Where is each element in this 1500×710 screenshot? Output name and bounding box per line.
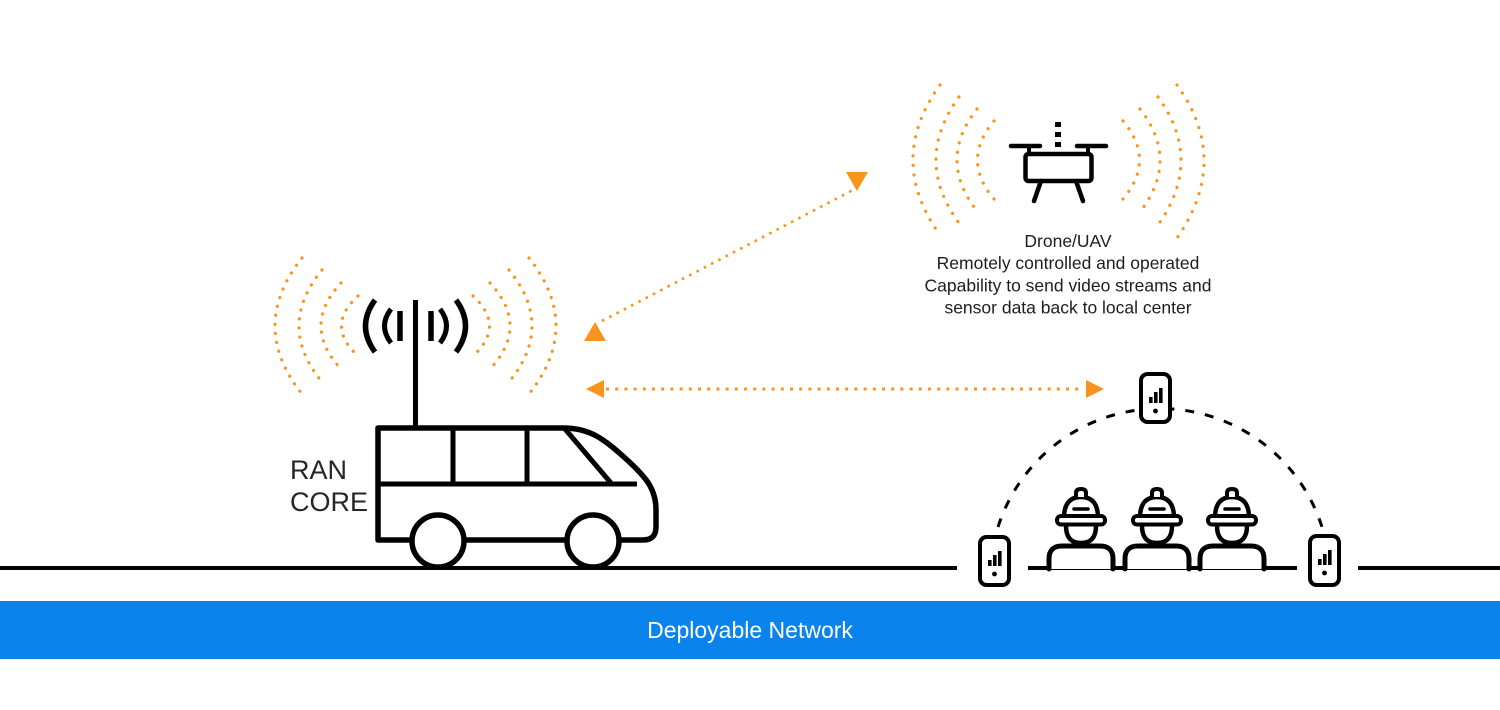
arrowhead-down-icon	[846, 172, 868, 191]
arrowhead-left-icon	[586, 380, 604, 398]
hardhat-worker-icon	[1122, 486, 1192, 572]
drone-caption-line4: sensor data back to local center	[944, 298, 1191, 318]
drone-signal-waves-right-icon	[1121, 83, 1206, 240]
smartphone-signal-icon	[978, 535, 1011, 587]
hardhat-worker-icon	[1197, 486, 1267, 572]
arrowhead-right-icon	[1086, 380, 1104, 398]
banner-bar	[0, 601, 1500, 659]
banner-label: Deployable Network	[647, 617, 853, 643]
van-with-mast-icon	[375, 425, 659, 570]
drone-caption-line2: Remotely controlled and operated	[937, 253, 1200, 273]
drone-caption-line3: Capability to send video streams and	[925, 276, 1212, 296]
phone-icons-group	[978, 372, 1341, 587]
bidirectional-dotted-arrow-drone	[584, 172, 868, 341]
smartphone-signal-icon	[1308, 534, 1341, 587]
van-wheel-rear	[409, 512, 467, 570]
van-label-ran: RAN	[290, 455, 347, 485]
antenna-signal-waves-left-icon	[273, 256, 360, 396]
van-label-core: CORE	[290, 487, 368, 517]
smartphone-signal-icon	[1139, 372, 1172, 424]
bidirectional-dotted-arrow-users	[586, 380, 1104, 398]
coverage-arc	[996, 407, 1324, 528]
worker-icons-group	[1046, 486, 1267, 572]
hardhat-worker-icon	[1046, 486, 1116, 572]
cell-antenna-icon	[362, 298, 469, 430]
drone-signal-waves-left-icon	[911, 83, 996, 237]
arrowhead-up-icon	[584, 322, 606, 341]
van-wheel-front	[564, 512, 622, 570]
drone-uav-icon	[1008, 122, 1109, 204]
antenna-signal-waves-right-icon	[471, 256, 558, 396]
drone-caption-line1: Drone/UAV	[1024, 231, 1112, 251]
